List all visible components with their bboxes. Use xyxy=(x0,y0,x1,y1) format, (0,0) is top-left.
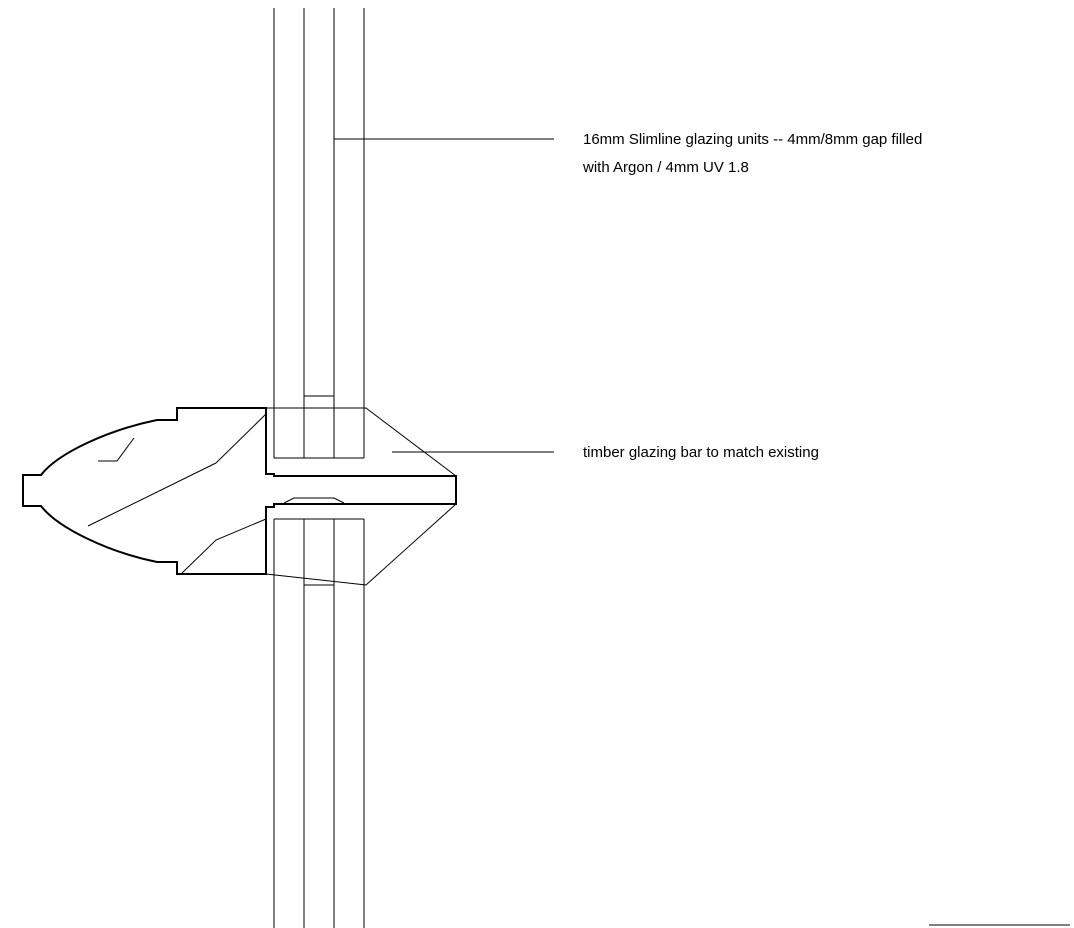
glazing-units-note-line2: with Argon / 4mm UV 1.8 xyxy=(582,159,749,176)
upper-glazing-unit xyxy=(273,8,365,459)
glazing-units-note-line1: 16mm Slimline glazing units -- 4mm/8mm g… xyxy=(583,131,922,148)
grain-line-long xyxy=(87,462,217,527)
grain-line-lower xyxy=(180,518,267,575)
timber-grain-marks xyxy=(87,413,267,575)
grain-mark-small xyxy=(98,437,135,462)
timber-glazing-bar xyxy=(22,407,457,586)
central-rebate-slot xyxy=(283,497,345,504)
leader-lines xyxy=(334,138,554,453)
upper-bead-chamfer xyxy=(266,407,457,477)
lower-bead-chamfer xyxy=(265,503,457,586)
lower-glazing-unit xyxy=(273,518,365,928)
glazing-bar-note: timber glazing bar to match existing xyxy=(583,444,819,461)
glazing-bar-outline xyxy=(22,407,457,575)
grain-line-upper xyxy=(215,413,267,464)
